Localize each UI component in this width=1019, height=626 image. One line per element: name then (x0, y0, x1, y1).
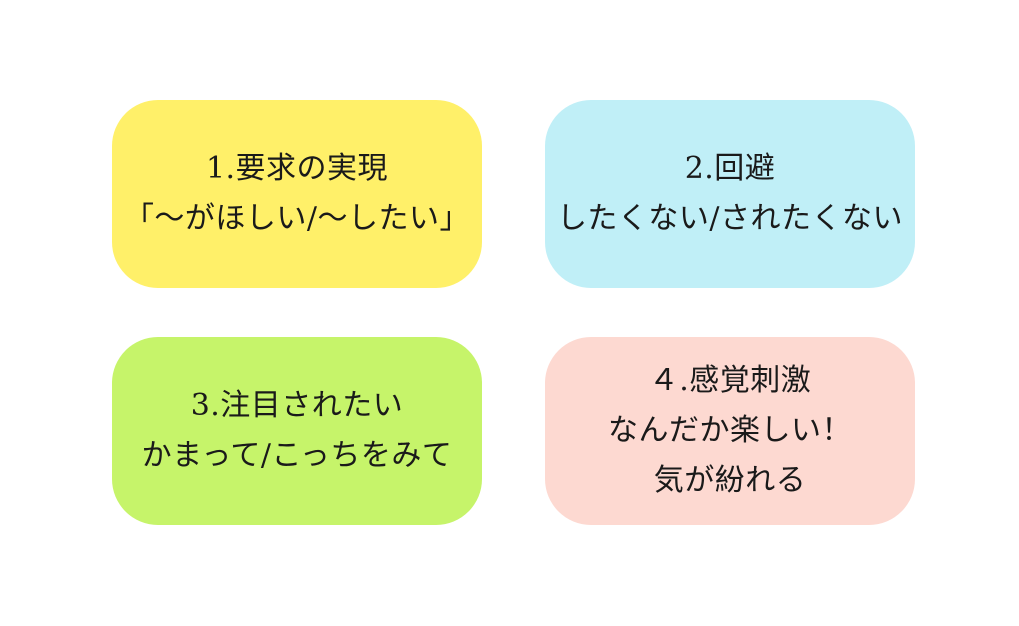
card-demand: 1.要求の実現 「〜がほしい/〜したい」 (112, 100, 482, 288)
card-attention-example: かまって/こっちをみて (141, 438, 453, 473)
card-sensory-example-2: 気が紛れる (653, 463, 807, 498)
card-avoidance: 2.回避 したくない/されたくない (545, 100, 915, 288)
card-attention: 3.注目されたい かまって/こっちをみて (112, 337, 482, 525)
card-demand-example: 「〜がほしい/〜したい」 (123, 201, 471, 236)
card-sensory-title: ４.感覚刺激 (648, 363, 812, 398)
card-avoidance-example: したくない/されたくない (556, 201, 904, 236)
card-demand-title: 1.要求の実現 (205, 151, 389, 186)
card-sensory-example-1: なんだか楽しい！ (608, 413, 852, 448)
card-avoidance-title: 2.回避 (684, 151, 776, 186)
card-attention-title: 3.注目されたい (190, 388, 404, 423)
card-sensory: ４.感覚刺激 なんだか楽しい！ 気が紛れる (545, 337, 915, 525)
